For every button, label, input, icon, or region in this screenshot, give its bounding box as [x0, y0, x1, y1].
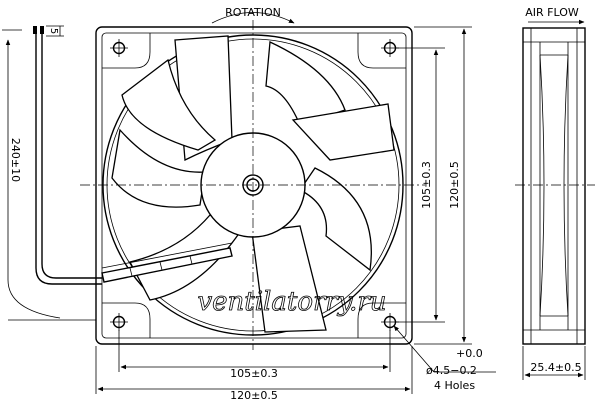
frame-width-label: 120±0.5 — [230, 389, 278, 402]
fan-blade — [265, 41, 346, 126]
air-flow-label: AIR FLOW — [525, 6, 579, 19]
lead-length-label: 240±10 — [9, 138, 22, 182]
mounting-holes — [110, 39, 399, 331]
lead-length-dimension: 240±10 — [2, 29, 96, 321]
watermark: ventilatorry.ru — [197, 287, 386, 317]
mounting-hole-bottom-left — [110, 313, 128, 331]
rotation-label: ROTATION — [225, 6, 281, 19]
hole-spacing-vertical-label: 105±0.3 — [420, 161, 433, 209]
hole-diameter-label: ø4.5−0.2 — [426, 364, 477, 377]
side-view: AIR FLOW 25.4±0.5 — [515, 6, 595, 380]
wire-strip-label: 5 — [48, 28, 59, 34]
rotation-indicator: ROTATION — [211, 6, 295, 24]
fan-blade — [299, 167, 372, 272]
fan-blade — [111, 128, 206, 208]
horizontal-dimensions: 105±0.3 120±0.5 — [95, 330, 413, 402]
fan-blade — [291, 103, 395, 161]
rotation-arrow-icon — [211, 12, 295, 24]
depth-label: 25.4±0.5 — [530, 361, 581, 374]
frame-height-label: 120±0.5 — [448, 161, 461, 209]
lead-wires — [33, 26, 102, 285]
hole-count-label: 4 Holes — [434, 379, 475, 392]
fan-frame — [95, 26, 413, 345]
vertical-dimensions: 105±0.3 120±0.5 — [396, 26, 472, 345]
mounting-hole-top-left — [110, 39, 128, 57]
hole-tolerance-upper: +0.0 — [456, 347, 483, 360]
wire-strip-dimension: 5 — [46, 25, 64, 37]
impeller — [111, 35, 395, 333]
hole-spacing-horizontal-label: 105±0.3 — [230, 367, 278, 380]
fan-blade — [121, 58, 217, 151]
hole-callout: +0.0 ø4.5−0.2 4 Holes — [393, 325, 496, 392]
cable-strut — [101, 242, 233, 283]
